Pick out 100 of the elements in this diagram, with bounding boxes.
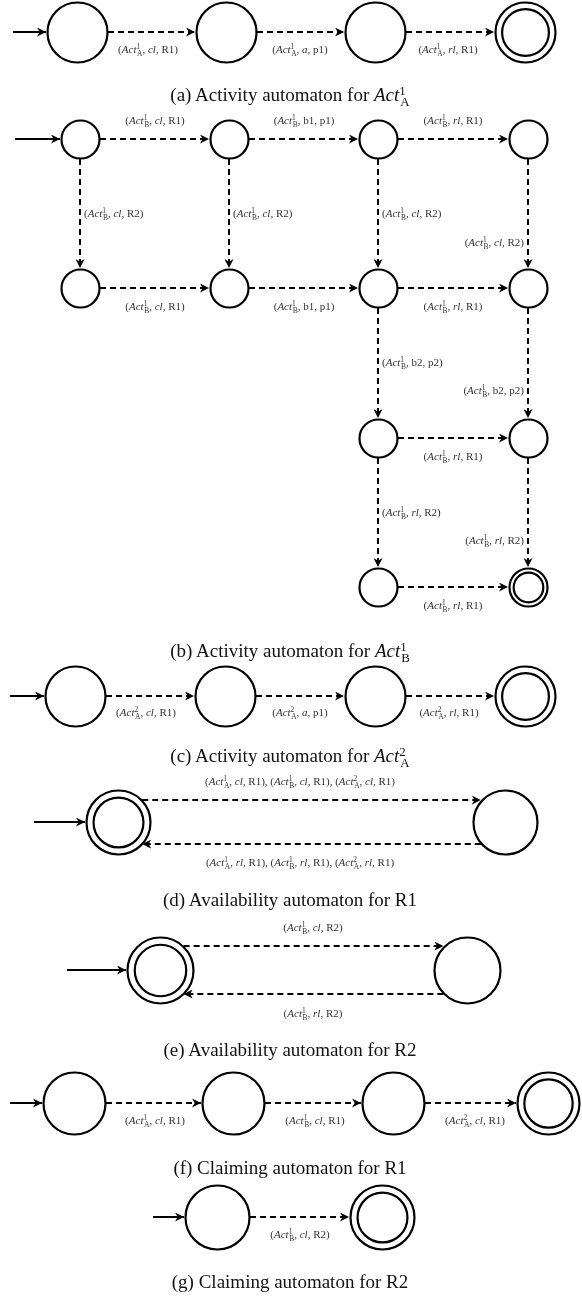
subfigure-caption: (d) Availability automaton for R1 [163, 889, 417, 911]
dashed-arrow [373, 307, 383, 419]
edge-label: (Act$^{1}$$_{B}$, cl, R2) [270, 1227, 330, 1241]
subfigure-caption: (g) Claiming automaton for R2 [171, 1271, 409, 1293]
dashed-arrow [523, 457, 533, 568]
edge-label: (Act$^{1}$$_{B}$, b1, p1) [273, 299, 335, 313]
dashed-arrow [248, 283, 359, 293]
state-circle [357, 267, 399, 309]
edge-label: (Act$^{1}$$_{B}$, cl, R1) [125, 299, 185, 313]
edge-label: (Act$^{1}$$_{A}$, rl, R1) [418, 42, 478, 56]
arrow [12, 27, 47, 37]
state-circle [41, 1070, 107, 1136]
state-circle [507, 267, 549, 309]
state-circle [507, 118, 549, 160]
dashed-arrow [373, 457, 383, 568]
arrow [9, 691, 45, 701]
accepting-state-circle [348, 1183, 416, 1251]
edge-label: (Act$^{2}$$_{A}$, rl, R1) [419, 705, 479, 719]
dashed-arrow [397, 433, 509, 443]
dashed-arrow [523, 158, 533, 269]
accepting-state-circle [493, 664, 557, 728]
edge-label: (Act$^{1}$$_{B}$, cl, R2) [382, 206, 442, 220]
edge-label: (Act$^{1}$$_{B}$, cl, R2) [233, 206, 293, 220]
arrow [14, 134, 61, 144]
dashed-arrow [105, 691, 195, 701]
arrow [33, 817, 86, 827]
arrow [66, 965, 127, 975]
dashed-arrow [397, 283, 509, 293]
edge-label: (Act$^{1}$$_{B}$, rl, R1) [423, 299, 483, 313]
state-circle [208, 118, 250, 160]
dashed-arrow [255, 691, 345, 701]
edge-label: (Act$^{1}$$_{B}$, cl, R2) [84, 206, 144, 220]
edge-label: (Act$^{1}$$_{B}$, cl, R2) [464, 235, 524, 249]
state-circle [471, 788, 539, 856]
accepting-state-circle [507, 566, 549, 608]
state-circle [183, 1183, 251, 1251]
subfigure-caption: (f) Claiming automaton for R1 [173, 1157, 407, 1179]
accepting-state-circle [125, 935, 195, 1005]
state-circle [507, 417, 549, 459]
dashed-arrow [248, 134, 359, 144]
dashed-arrow [75, 158, 85, 269]
state-circle [343, 0, 407, 64]
state-circle [194, 0, 258, 64]
edge-label: (Act$^{1}$$_{A}$, a, p1) [272, 42, 328, 56]
edge-label: (Act$^{1}$$_{B}$, rl, R2) [382, 505, 441, 519]
dashed-arrow [249, 1212, 350, 1222]
dashed-arrow [107, 27, 196, 37]
state-circle [343, 664, 407, 728]
state-circle [432, 935, 502, 1005]
dashed-arrow [105, 1098, 202, 1108]
state-circle [193, 664, 257, 728]
edge-label: (Act$^{1}$$_{A}$, rl, R1), (Act$^{1}$$_{B}$, rl, R1), (Act$^{2}$$_{A}$, rl, R1) [205, 855, 395, 869]
dashed-arrow [405, 691, 495, 701]
subfigure-caption: (e) Availability automaton for R2 [163, 1039, 417, 1061]
edge-label: (Act$^{2}$$_{A}$, a, p1) [272, 705, 328, 719]
dashed-arrow [182, 989, 445, 999]
dashed-arrow [373, 158, 383, 269]
edge-label: (Act$^{1}$$_{B}$, b2, p2) [463, 383, 524, 397]
accepting-state-circle [84, 788, 152, 856]
state-circle [357, 118, 399, 160]
state-circle [43, 664, 107, 728]
dashed-arrow [424, 1098, 517, 1108]
edge-label: (Act$^{1}$$_{B}$, cl, R1) [125, 113, 185, 127]
edge-label: (Act$^{1}$$_{B}$, b2, p2) [382, 355, 443, 369]
edge-label: (Act$^{1}$$_{A}$, cl, R1) [125, 1113, 185, 1127]
dashed-arrow [224, 158, 234, 269]
edge-label: (Act$^{1}$$_{A}$, cl, R1) [118, 42, 178, 56]
edge-label: (Act$^{1}$$_{B}$, rl, R2) [283, 1006, 343, 1020]
dashed-arrow [141, 795, 482, 805]
edge-label: (Act$^{1}$$_{B}$, rl, R1) [423, 598, 483, 612]
edge-label: (Act$^{1}$$_{B}$, rl, R1) [423, 449, 483, 463]
dashed-arrow [397, 582, 509, 592]
state-circle [45, 0, 109, 64]
state-circle [59, 118, 101, 160]
edge-label: (Act$^{2}$$_{A}$, cl, R1) [116, 705, 176, 719]
dashed-arrow [264, 1098, 362, 1108]
state-circle [360, 1070, 426, 1136]
dashed-arrow [523, 307, 533, 419]
edge-label: (Act$^{1}$$_{B}$, cl, R2) [283, 920, 343, 934]
dashed-arrow [182, 941, 445, 951]
arrow [9, 1098, 43, 1108]
accepting-state-circle [515, 1070, 581, 1136]
state-circle [59, 267, 101, 309]
edge-label: (Act$^{1}$$_{B}$, cl, R1) [285, 1113, 345, 1127]
dashed-arrow [397, 134, 509, 144]
dashed-arrow [256, 27, 345, 37]
state-circle [357, 417, 399, 459]
accepting-state-circle [493, 0, 557, 64]
dashed-arrow [141, 839, 482, 849]
edge-label: (Act$^{1}$$_{B}$, rl, R2) [465, 533, 524, 547]
dashed-arrow [99, 283, 210, 293]
state-circle [357, 566, 399, 608]
edge-label: (Act$^{1}$$_{A}$, cl, R1), (Act$^{1}$$_{B}$, cl, R1), (Act$^{2}$$_{A}$, cl, R1) [205, 774, 395, 788]
dashed-arrow [99, 134, 210, 144]
state-circle [200, 1070, 266, 1136]
arrow [152, 1212, 185, 1222]
edge-label: (Act$^{1}$$_{B}$, b1, p1) [273, 113, 335, 127]
state-circle [208, 267, 250, 309]
dashed-arrow [405, 27, 495, 37]
edge-label: (Act$^{1}$$_{B}$, rl, R1) [423, 113, 483, 127]
